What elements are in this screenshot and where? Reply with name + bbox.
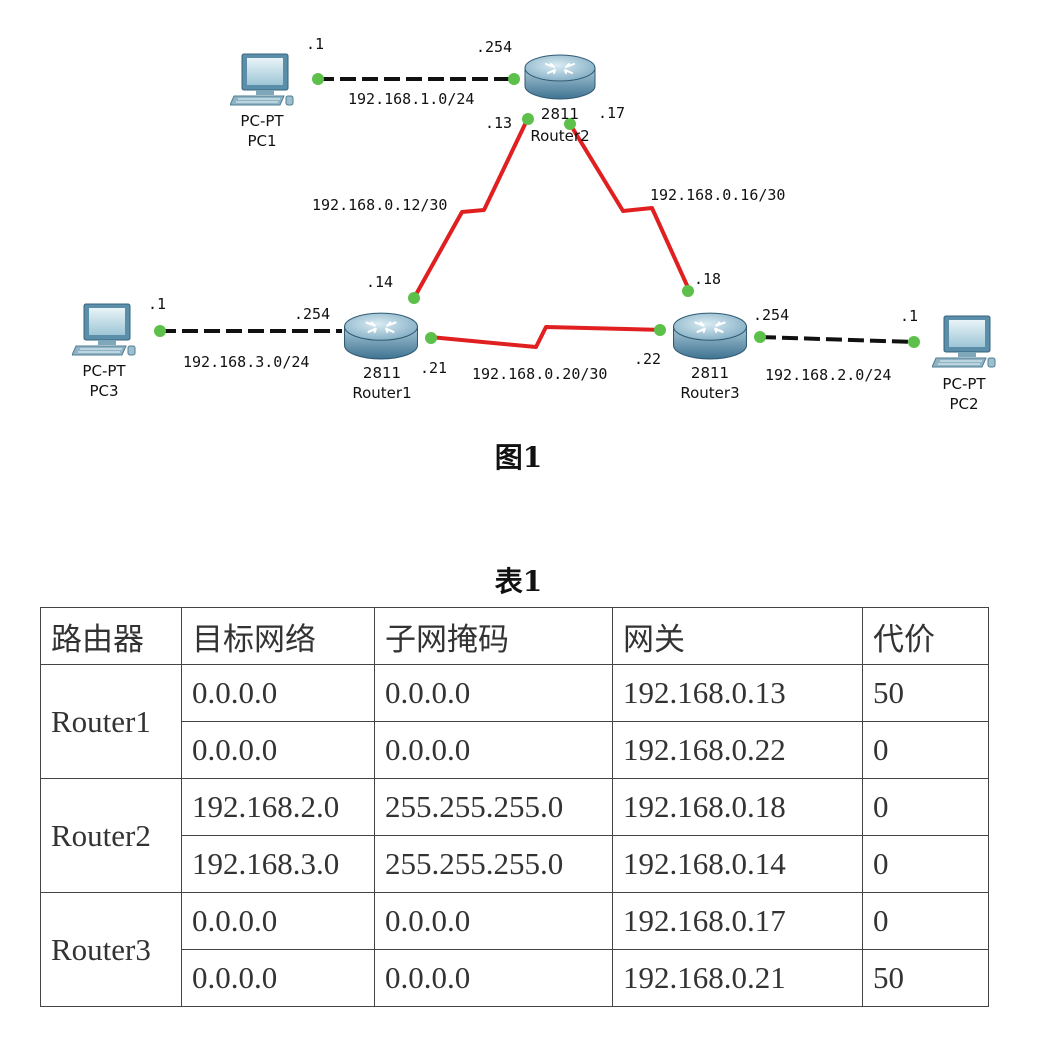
device-name-pc3: PC3 <box>89 382 118 400</box>
device-name-pc1: PC1 <box>247 132 276 150</box>
cost-cell: 0 <box>862 721 989 779</box>
port-pc1 <box>312 73 324 85</box>
cost-cell: 50 <box>862 664 989 722</box>
router2-icon <box>524 54 596 100</box>
table-row: Router3 0.0.0.0 0.0.0.0 192.168.0.17 0 <box>40 892 989 1007</box>
mask-cell: 0.0.0.0 <box>374 664 613 722</box>
serial-links <box>412 117 692 349</box>
device-model-pc2: PC-PT <box>942 375 986 393</box>
port-router2-to-router1 <box>522 113 534 125</box>
net-label-router2-router3: 192.168.0.16/30 <box>650 186 785 204</box>
header-cost: 代价 <box>862 607 989 665</box>
link-router2-router3 <box>568 122 692 293</box>
gateway-cell: 192.168.0.22 <box>612 721 863 779</box>
port-router2-to-router3 <box>564 118 576 130</box>
ethernet-links <box>160 77 915 344</box>
destination-cell: 0.0.0.0 <box>181 949 375 1007</box>
mask-cell: 0.0.0.0 <box>374 721 613 779</box>
destination-cell: 192.168.3.0 <box>181 835 375 893</box>
link-router3-pc2 <box>759 335 915 344</box>
router-cell: Router3 <box>40 892 182 1007</box>
net-label-pc1-router2: 192.168.1.0/24 <box>348 90 474 108</box>
port-router2-lan <box>508 73 520 85</box>
gateway-cell: 192.168.0.14 <box>612 835 863 893</box>
cost-cell: 50 <box>862 949 989 1007</box>
mask-cell: 0.0.0.0 <box>374 949 613 1007</box>
link-router1-router2 <box>412 117 530 299</box>
addr-router3-to-router2: .18 <box>694 270 721 288</box>
router3-icon <box>672 312 748 360</box>
routing-table: 路由器 目标网络 子网掩码 网关 代价 Router1 0.0.0.0 0.0.… <box>40 607 989 1007</box>
addr-router1-to-router2: .14 <box>366 273 393 291</box>
router-cell: Router1 <box>40 664 182 779</box>
net-label-router3-pc2: 192.168.2.0/24 <box>765 366 891 384</box>
mask-cell: 255.255.255.0 <box>374 778 613 836</box>
port-router1-to-router3 <box>425 332 437 344</box>
device-name-router1: Router1 <box>352 384 411 402</box>
router-cell: Router2 <box>40 778 182 893</box>
table-header-row: 路由器 目标网络 子网掩码 网关 代价 <box>40 607 989 665</box>
destination-cell: 192.168.2.0 <box>181 778 375 836</box>
table-row: Router2 192.168.2.0 255.255.255.0 192.16… <box>40 778 989 893</box>
addr-pc3: .1 <box>148 295 166 313</box>
addr-router3-lan: .254 <box>753 306 789 324</box>
device-model-router3: 2811 <box>691 364 729 382</box>
header-destination: 目标网络 <box>181 607 375 665</box>
port-pc2 <box>908 336 920 348</box>
device-model-pc1: PC-PT <box>240 112 284 130</box>
link-router1-router3 <box>429 325 666 349</box>
port-router3-lan <box>754 331 766 343</box>
pc2-icon <box>932 315 996 368</box>
device-name-pc2: PC2 <box>949 395 978 413</box>
destination-cell: 0.0.0.0 <box>181 721 375 779</box>
table-row: 192.168.3.0 255.255.255.0 192.168.0.14 0 <box>41 835 989 893</box>
table-row: 0.0.0.0 0.0.0.0 192.168.0.21 50 <box>41 949 989 1007</box>
net-label-router1-router3: 192.168.0.20/30 <box>472 365 607 383</box>
device-name-router3: Router3 <box>680 384 739 402</box>
header-router: 路由器 <box>40 607 182 665</box>
addr-router2-lan: .254 <box>476 38 512 56</box>
device-model-pc3: PC-PT <box>82 362 126 380</box>
port-router1-to-router2 <box>408 292 420 304</box>
figure-caption: 图1 <box>494 441 543 474</box>
device-model-router1: 2811 <box>363 364 401 382</box>
port-dots <box>154 73 920 348</box>
device-name-router2: Router2 <box>530 127 589 145</box>
addr-pc2: .1 <box>900 307 918 325</box>
pc1-icon <box>230 53 294 106</box>
mask-cell: 0.0.0.0 <box>374 892 613 950</box>
addr-router3-to-router1: .22 <box>634 350 661 368</box>
pc3-icon <box>72 303 136 356</box>
table-row: Router1 0.0.0.0 0.0.0.0 192.168.0.13 50 <box>40 664 989 779</box>
net-label-pc3-router1: 192.168.3.0/24 <box>183 353 309 371</box>
gateway-cell: 192.168.0.13 <box>612 664 863 722</box>
cost-cell: 0 <box>862 892 989 950</box>
mask-cell: 255.255.255.0 <box>374 835 613 893</box>
port-pc3 <box>154 325 166 337</box>
port-router3-to-router2 <box>682 285 694 297</box>
gateway-cell: 192.168.0.18 <box>612 778 863 836</box>
table-row: 0.0.0.0 0.0.0.0 192.168.0.22 0 <box>41 721 989 779</box>
addr-router2-to-router1: .13 <box>485 114 512 132</box>
router1-icon <box>343 312 419 360</box>
destination-cell: 0.0.0.0 <box>181 664 375 722</box>
cost-cell: 0 <box>862 778 989 836</box>
net-label-router1-router2: 192.168.0.12/30 <box>312 196 447 214</box>
table-caption: 表1 <box>494 565 543 598</box>
cost-cell: 0 <box>862 835 989 893</box>
addr-router1-to-router3: .21 <box>420 359 447 377</box>
addr-pc1: .1 <box>306 35 324 53</box>
gateway-cell: 192.168.0.17 <box>612 892 863 950</box>
gateway-cell: 192.168.0.21 <box>612 949 863 1007</box>
addr-router1-lan: .254 <box>294 305 330 323</box>
network-topology-diagram: 192.168.1.0/24 192.168.0.12/30 192.168.0… <box>72 35 996 413</box>
addr-router2-to-router3: .17 <box>598 104 625 122</box>
device-model-router2: 2811 <box>541 105 579 123</box>
header-mask: 子网掩码 <box>374 607 613 665</box>
header-gateway: 网关 <box>612 607 863 665</box>
port-router3-to-router1 <box>654 324 666 336</box>
destination-cell: 0.0.0.0 <box>181 892 375 950</box>
